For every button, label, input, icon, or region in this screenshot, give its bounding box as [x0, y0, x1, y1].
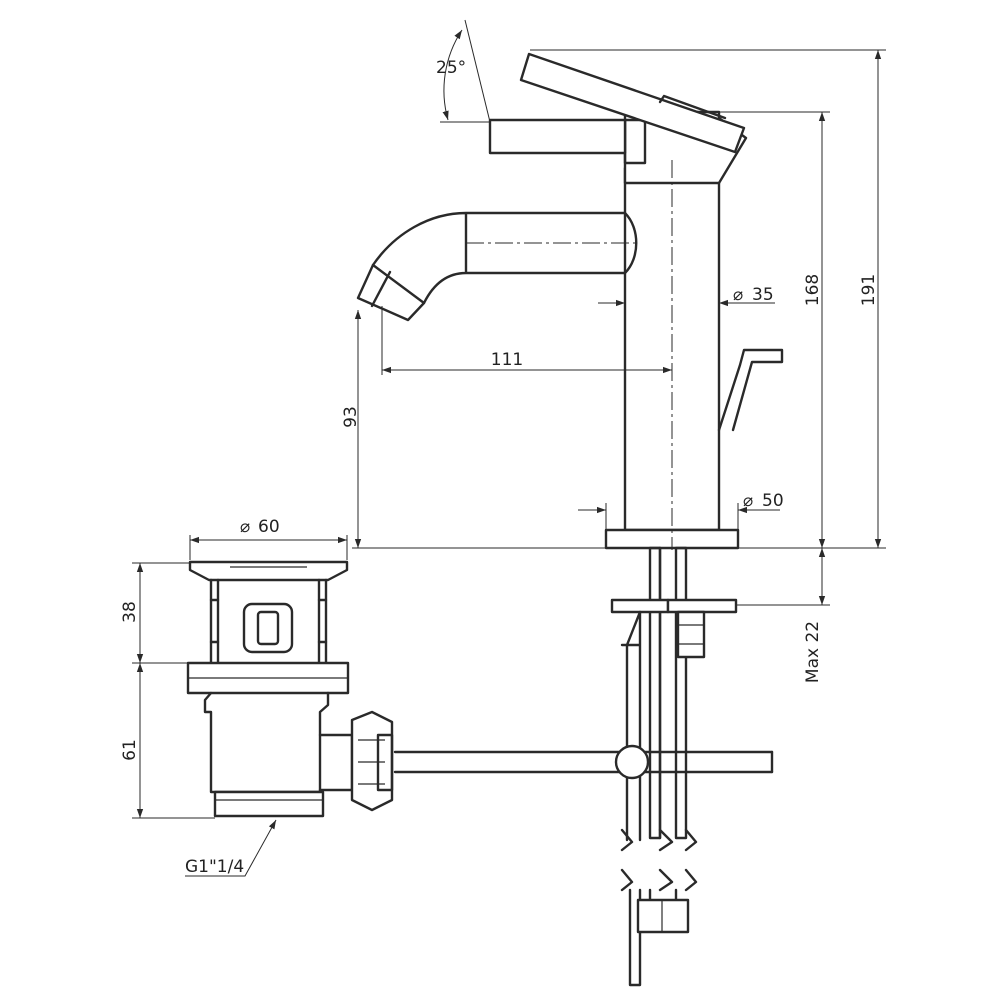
lever-handle	[488, 118, 627, 155]
symbol-dia-60: ⌀	[240, 517, 250, 537]
label-base-diameter: 50	[762, 491, 784, 511]
dimension-labels: 25° 111 93 ⌀ 35 ⌀ 50 168 191 Max 22 ⌀ 60…	[120, 58, 879, 877]
label-spout-reach: 111	[491, 350, 523, 370]
lower-nut	[636, 898, 690, 934]
popup-linkage	[620, 610, 642, 842]
waste-side-outlet	[318, 733, 354, 792]
pivot-ball	[614, 744, 650, 780]
faucet-side-view	[356, 52, 784, 987]
dimension-lines	[132, 19, 886, 877]
label-total-height: 191	[859, 274, 879, 306]
symbol-dia-35: ⌀	[733, 285, 743, 305]
popup-waste	[186, 560, 394, 818]
label-body-diameter: 35	[752, 285, 774, 305]
label-waste-diameter: 60	[258, 517, 280, 537]
label-body-height: 168	[803, 274, 823, 306]
waste-overflow-window	[242, 602, 294, 654]
deck-washer	[610, 598, 670, 614]
spout-aerator	[356, 263, 426, 322]
popup-rod	[717, 348, 784, 432]
label-waste-upper: 38	[120, 601, 140, 623]
label-angle: 25°	[436, 58, 466, 78]
symbol-dia-50: ⌀	[743, 491, 753, 511]
waste-upper-body	[209, 578, 328, 665]
fixing-nut	[676, 610, 706, 659]
label-waste-lower: 61	[120, 739, 140, 761]
mounting-rod	[648, 546, 662, 840]
spout	[371, 211, 638, 305]
label-spout-height: 93	[341, 406, 361, 428]
label-max-deck: Max 22	[803, 621, 823, 683]
lever-handle-raised	[519, 52, 746, 154]
label-waste-thread: G1"1/4	[185, 857, 244, 877]
waste-cap	[188, 560, 349, 582]
waste-lower-body	[203, 691, 330, 794]
